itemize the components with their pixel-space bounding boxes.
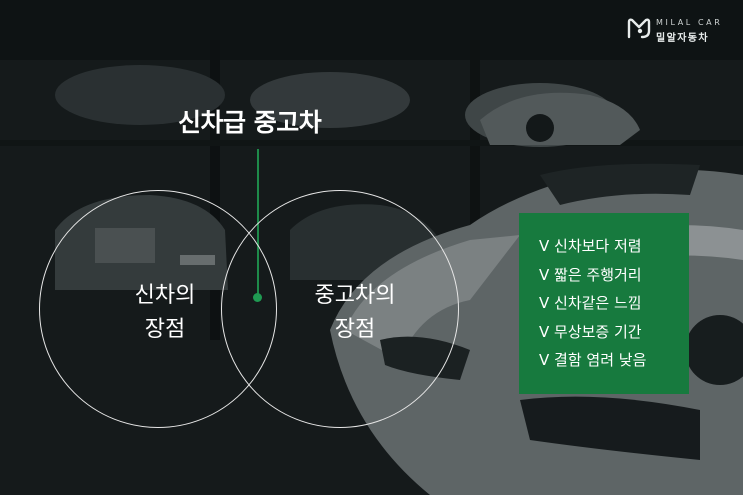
benefit-item: V 무상보증 기간 <box>539 322 642 341</box>
benefit-item: V 결함 염려 낮음 <box>539 351 647 369</box>
used-car-advantages-label: 중고차의 장점 <box>290 279 420 347</box>
benefit-item: V 신차같은 느낌 <box>539 294 642 312</box>
venn-circle-used-car <box>221 190 459 428</box>
logo-korean-text: 밀알자동차 <box>656 33 709 44</box>
used-car-label-line2: 장점 <box>334 317 376 342</box>
benefit-item: V 신차보다 저렴 <box>539 237 642 255</box>
page-title: 신차급 중고차 <box>178 108 322 137</box>
benefits-box: V 신차보다 저렴 V 짧은 주행거리 V 신차같은 느낌 V 무상보증 기간 … <box>519 213 689 394</box>
used-car-label-line1: 중고차의 <box>314 283 396 308</box>
brand-logo: MILAL CAR 밀알자동차 <box>626 17 736 44</box>
new-car-advantages-label: 신차의 장점 <box>110 279 220 347</box>
new-car-label-line1: 신차의 <box>134 283 196 308</box>
m-logo-icon <box>627 18 651 39</box>
benefit-item: V 짧은 주행거리 <box>539 265 642 284</box>
logo-english-text: MILAL CAR <box>656 18 723 27</box>
new-car-label-line2: 장점 <box>144 317 186 342</box>
